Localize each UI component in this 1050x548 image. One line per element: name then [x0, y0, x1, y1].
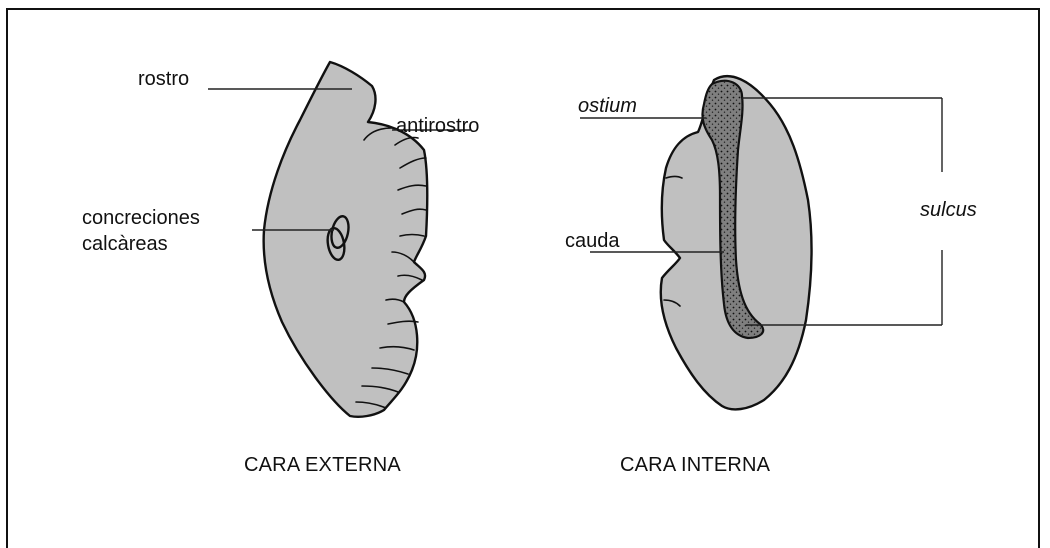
label-sulcus: sulcus [920, 199, 977, 221]
caption-internal: CARA INTERNA [620, 454, 771, 476]
label-cauda: cauda [565, 230, 620, 252]
label-antirostro: antirostro [396, 115, 479, 137]
label-rostro: rostro [138, 68, 189, 90]
label-concreciones-line2: calcàreas [82, 233, 168, 255]
label-concreciones-line1: concreciones [82, 207, 200, 229]
caption-external: CARA EXTERNA [244, 454, 401, 476]
internal-face: ostium cauda sulcus CARA INTERNA [565, 76, 977, 476]
label-ostium: ostium [578, 95, 637, 117]
external-face: rostro antirostro concreciones calcàreas… [82, 62, 479, 476]
